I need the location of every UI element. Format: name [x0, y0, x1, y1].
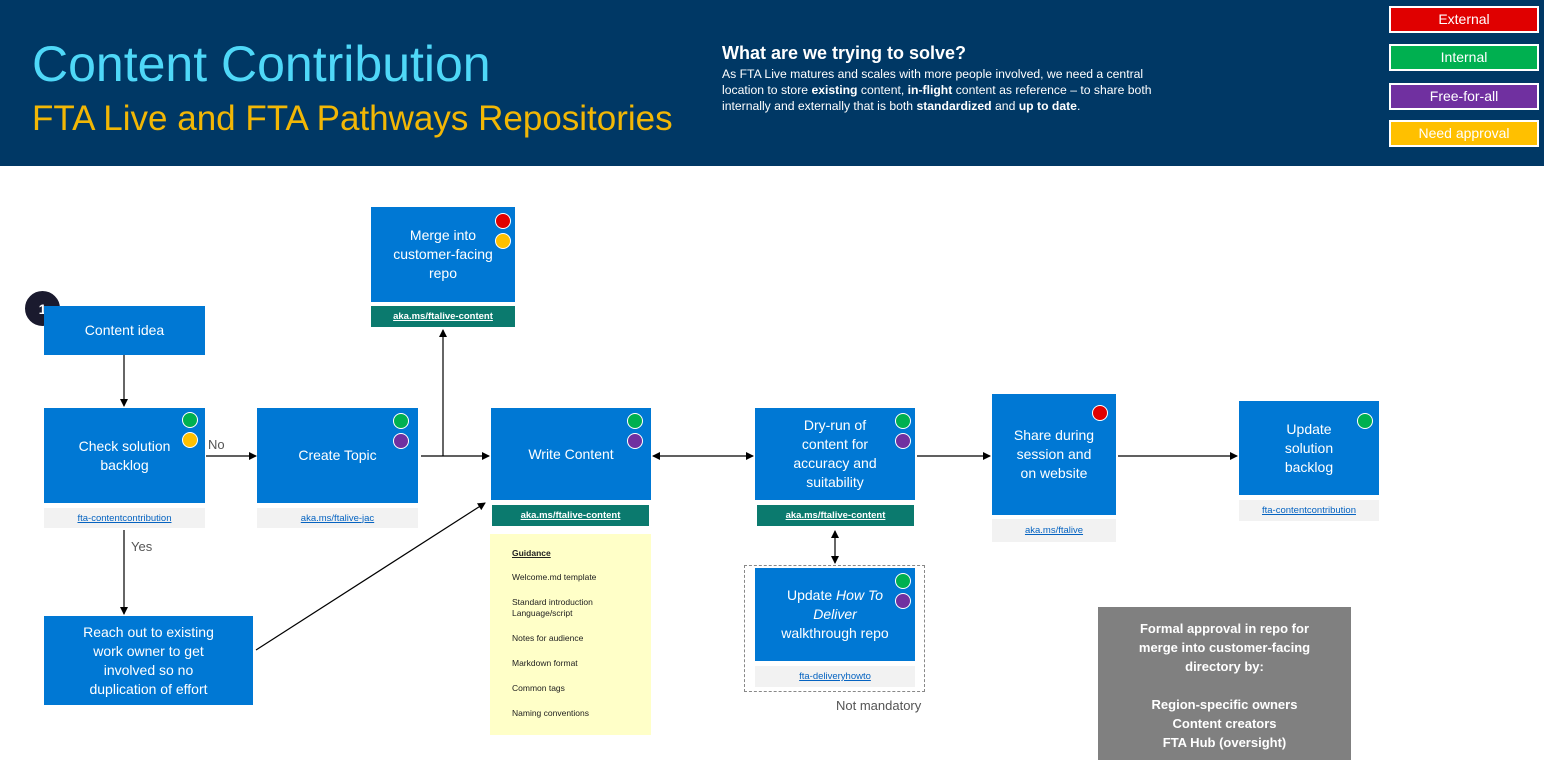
link-write-content[interactable]: aka.ms/ftalive-content: [492, 505, 649, 526]
internal-dot: [895, 573, 911, 589]
approval-owner: Region-specific owners: [1151, 697, 1298, 712]
link-create-topic[interactable]: aka.ms/ftalive-jac: [257, 508, 418, 528]
share-label: Share during session and on website: [1013, 427, 1095, 481]
guidance-item: Welcome.md template: [512, 572, 597, 582]
free-for-all-dot: [895, 433, 911, 449]
free-for-all-dot: [895, 593, 911, 609]
solve-description: As FTA Live matures and scales with more…: [722, 67, 1152, 113]
guidance-item: Notes for audience: [512, 633, 584, 643]
approval-dot: [495, 233, 511, 249]
internal-dot: [895, 413, 911, 429]
arrow-reach-to-write: [255, 502, 486, 651]
content-idea-box: Content idea: [44, 306, 205, 355]
update-howto-box: Update How To Deliver walkthrough repo: [755, 568, 915, 661]
free-for-all-dot: [393, 433, 409, 449]
legend-internal: Internal: [1389, 44, 1539, 71]
dry-run-label: Dry-run of content for accuracy and suit…: [793, 417, 877, 490]
guidance-item: Common tags: [512, 683, 565, 693]
check-backlog-box: Check solution backlog: [44, 408, 205, 503]
label-yes: Yes: [131, 539, 153, 554]
legend-free-for-all: Free-for-all: [1389, 83, 1539, 110]
solve-heading: What are we trying to solve?: [722, 43, 967, 63]
link-check-backlog[interactable]: fta-contentcontribution: [44, 508, 205, 528]
legend-external: External: [1389, 6, 1539, 33]
guidance-note: Guidance Welcome.md template Standard in…: [490, 534, 651, 735]
write-content-box: Write Content: [491, 408, 651, 500]
header-banner: Content Contribution FTA Live and FTA Pa…: [0, 0, 1544, 166]
label-no: No: [208, 437, 225, 452]
approval-note: Formal approval in repo for merge into c…: [1098, 607, 1351, 760]
update-howto-label: Update How To Deliver walkthrough repo: [781, 587, 889, 641]
reach-out-label: Reach out to existing work owner to get …: [83, 623, 214, 697]
legend-need-approval: Need approval: [1389, 120, 1539, 147]
merge-label: Merge into customer-facing repo: [393, 227, 493, 281]
reach-out-box: Reach out to existing work owner to get …: [44, 616, 253, 705]
create-topic-box: Create Topic: [257, 408, 418, 503]
approval-owner: Content creators: [1172, 716, 1277, 731]
internal-dot: [182, 412, 198, 428]
link-merge[interactable]: aka.ms/ftalive-content: [371, 306, 515, 327]
label-not-mandatory: Not mandatory: [836, 698, 922, 713]
dry-run-box: Dry-run of content for accuracy and suit…: [755, 408, 915, 500]
page-title: Content Contribution: [32, 36, 491, 92]
external-dot: [495, 213, 511, 229]
update-backlog-label: Update solution backlog: [1284, 420, 1334, 475]
link-howto[interactable]: fta-deliveryhowto: [755, 666, 915, 687]
approval-owner: FTA Hub (oversight): [1162, 735, 1287, 750]
guidance-title: Guidance: [512, 548, 551, 558]
approval-dot: [182, 432, 198, 448]
link-share[interactable]: aka.ms/ftalive: [992, 519, 1116, 542]
page-subtitle: FTA Live and FTA Pathways Repositories: [32, 99, 673, 138]
internal-dot: [393, 413, 409, 429]
optional-step-frame: [744, 565, 925, 692]
internal-dot: [627, 413, 643, 429]
guidance-item: Standard introduction Language/script: [512, 597, 593, 618]
link-dry-run[interactable]: aka.ms/ftalive-content: [757, 505, 914, 526]
guidance-item: Markdown format: [512, 658, 578, 668]
link-update-backlog[interactable]: fta-contentcontribution: [1239, 500, 1379, 521]
external-dot: [1092, 405, 1108, 421]
guidance-item: Naming conventions: [512, 708, 590, 718]
approval-intro: Formal approval in repo for merge into c…: [1138, 621, 1311, 674]
merge-box: Merge into customer-facing repo: [371, 207, 515, 302]
update-backlog-box: Update solution backlog: [1239, 401, 1379, 495]
internal-dot: [1357, 413, 1373, 429]
free-for-all-dot: [627, 433, 643, 449]
check-backlog-label: Check solution backlog: [78, 437, 171, 473]
